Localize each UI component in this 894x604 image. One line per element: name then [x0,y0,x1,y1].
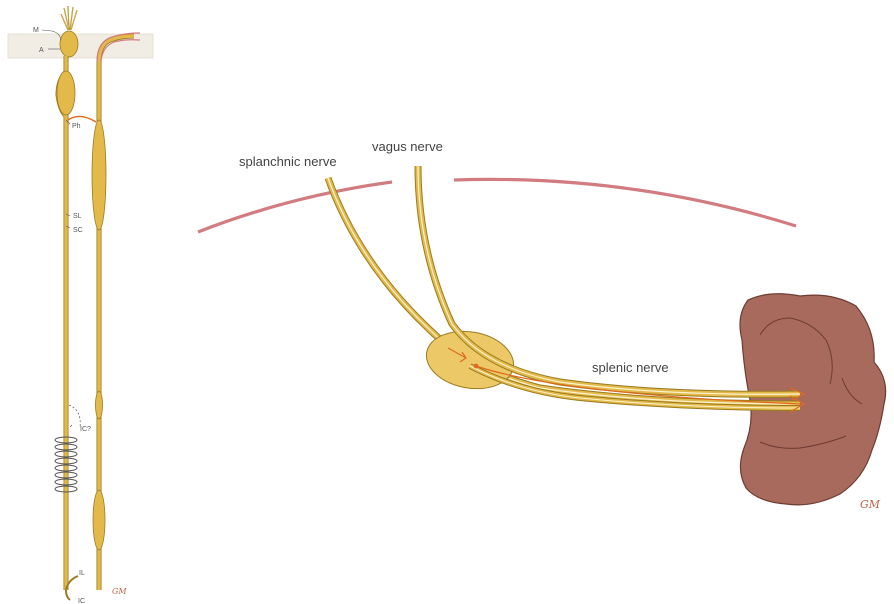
signature-left: GM [112,587,127,596]
right-panel: splanchnic nerve vagus nerve splenic ner… [198,139,886,511]
dashed-fiber [69,405,80,428]
spleen [740,294,886,505]
swelling-mid [96,391,103,419]
label-a: A [39,47,44,54]
label-ic-question: IC? [80,426,91,433]
left-panel: M A Ph SL SC IC? IL IC GM [8,6,153,604]
signature-right: GM [860,498,881,511]
label-splanchnic-nerve: splanchnic nerve [239,154,337,169]
label-il: IL [79,570,85,577]
label-vagus-nerve: vagus nerve [372,139,443,154]
label-ic: IC [78,598,85,604]
label-sl: SL [73,213,82,220]
label-ph: Ph [72,123,81,130]
swelling-lower [93,490,105,550]
boundary-arc-left [198,182,392,232]
ganglion-left [57,71,75,115]
label-splenic-nerve: splenic nerve [592,360,669,375]
label-sc: SC [73,227,83,234]
boundary-arc-right [454,179,796,226]
cell-body-upper [60,31,78,57]
splanchnic-nerve [328,178,800,404]
left-neuron [57,6,78,600]
orange-connector [68,116,96,122]
swelling-upper [92,120,106,230]
right-neuron [92,33,140,590]
label-m: M [33,27,39,34]
